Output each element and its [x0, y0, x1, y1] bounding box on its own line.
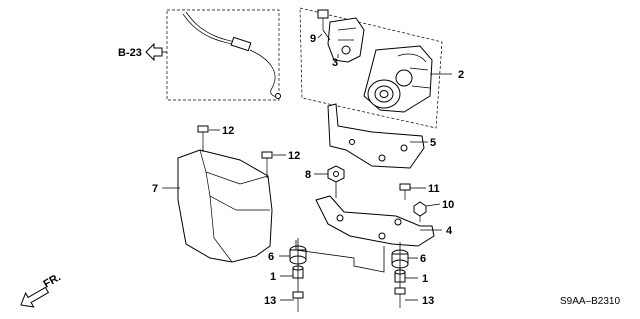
bolt-13-right[interactable]: [394, 287, 406, 308]
front-direction-label: FR.: [42, 271, 63, 290]
cable-assembly[interactable]: [182, 11, 281, 99]
bolt-13-left[interactable]: [292, 291, 304, 312]
diagram-code: S9AA–B2310: [560, 296, 620, 307]
modulator-unit[interactable]: [363, 45, 433, 113]
reference-label: B-23: [118, 47, 142, 59]
assembly-lines: [202, 29, 401, 292]
bolt-12-lower[interactable]: [261, 151, 273, 172]
callout-2: 2: [458, 69, 464, 81]
cover[interactable]: [177, 149, 273, 263]
front-direction-arrow-icon: [20, 286, 50, 308]
front-direction: FR.: [20, 271, 63, 308]
reference-arrow-icon: [145, 42, 163, 62]
callout-10: 10: [442, 199, 454, 211]
callout-13-left: 13: [264, 295, 276, 307]
callout-3: 3: [332, 57, 338, 69]
callout-12-upper: 12: [222, 125, 234, 137]
callout-9: 9: [310, 33, 316, 45]
callout-6-right: 6: [420, 253, 426, 265]
bolt-12-upper[interactable]: [197, 125, 209, 146]
modulator-group-box: [299, 7, 443, 129]
callout-1-right: 1: [422, 273, 428, 285]
callout-13-right: 13: [422, 295, 434, 307]
actuator-bracket[interactable]: [327, 17, 365, 63]
upper-bracket[interactable]: [327, 103, 425, 169]
bolt-10[interactable]: [413, 201, 427, 222]
callout-11: 11: [428, 183, 440, 195]
callout-6-left: 6: [268, 251, 274, 263]
leader-lines: [162, 33, 452, 301]
bolt-11[interactable]: [399, 183, 411, 200]
lower-bracket[interactable]: [315, 195, 435, 247]
callout-12-lower: 12: [288, 150, 300, 162]
callout-4: 4: [446, 225, 453, 237]
callout-8: 8: [305, 169, 311, 181]
callout-7: 7: [152, 183, 158, 195]
callout-5: 5: [430, 137, 436, 149]
reference-b23[interactable]: B-23: [118, 42, 167, 62]
cable-group-box: [166, 9, 280, 101]
bolt-9[interactable]: [317, 9, 329, 30]
callout-1-left: 1: [270, 271, 276, 283]
nut-8[interactable]: [327, 165, 345, 183]
